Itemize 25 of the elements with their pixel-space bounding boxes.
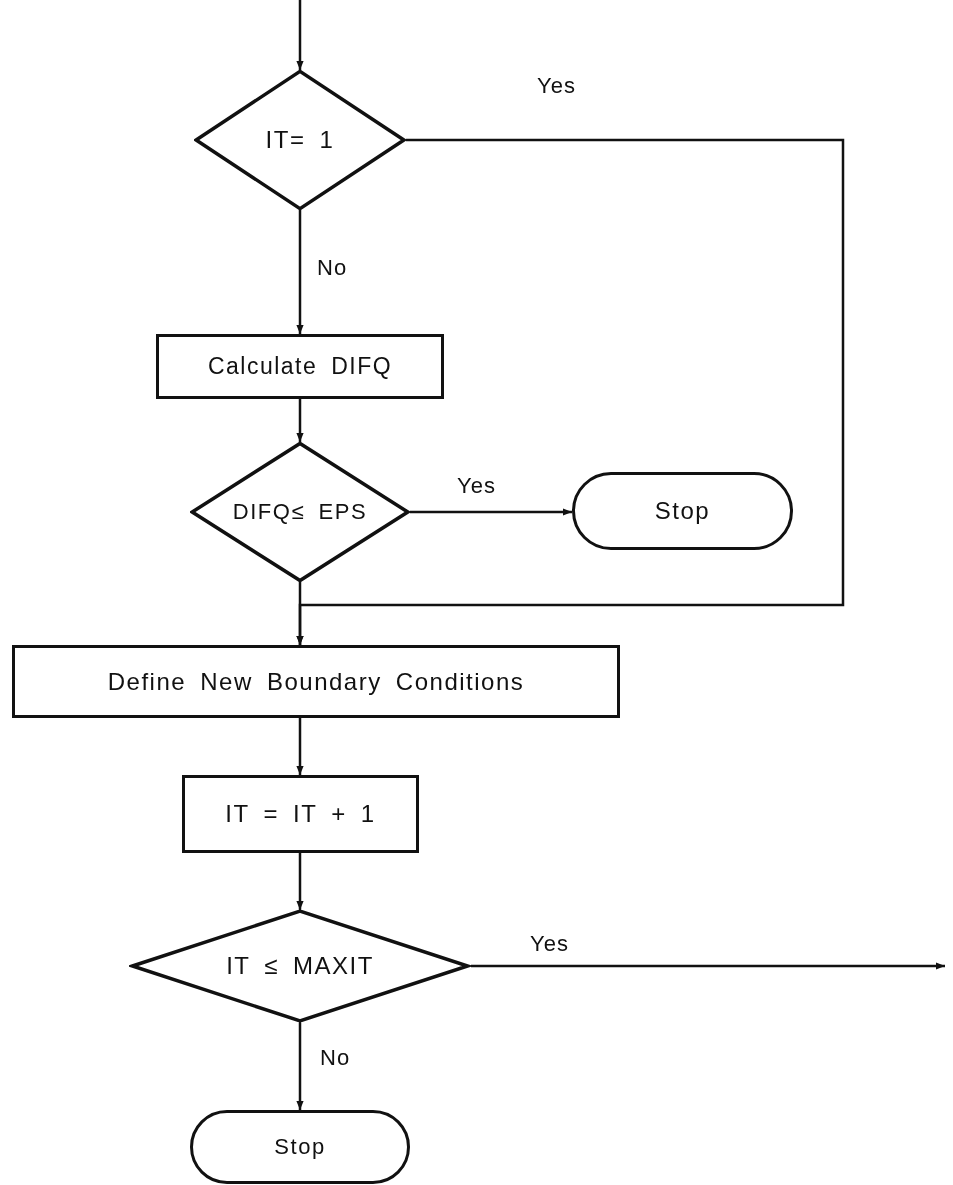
node-label: IT = IT + 1 <box>225 800 376 828</box>
arrow <box>296 0 304 70</box>
terminal-box <box>572 472 793 550</box>
decision-diamond <box>194 70 406 210</box>
decision-diamond <box>190 442 410 582</box>
arrow <box>296 582 304 645</box>
arrow <box>296 853 304 910</box>
arrow <box>296 718 304 775</box>
node-label: Stop <box>274 1134 326 1160</box>
arrow <box>296 399 304 442</box>
terminal-box <box>190 1110 410 1184</box>
process-box <box>12 645 620 718</box>
node-label: Stop <box>654 497 711 525</box>
process-box <box>156 334 444 399</box>
decision-diamond <box>129 910 471 1022</box>
node-label: IT= 1 <box>265 126 335 154</box>
node-label: DIFQ≤ EPS <box>232 499 368 525</box>
node-label: Define New Boundary Conditions <box>107 667 525 696</box>
node-label: Calculate DIFQ <box>207 353 393 380</box>
arrow <box>296 1022 304 1110</box>
node-label: IT ≤ MAXIT <box>226 952 374 980</box>
arrow <box>471 962 945 970</box>
arrow <box>296 210 304 334</box>
arrow <box>410 508 572 516</box>
process-box <box>182 775 419 853</box>
